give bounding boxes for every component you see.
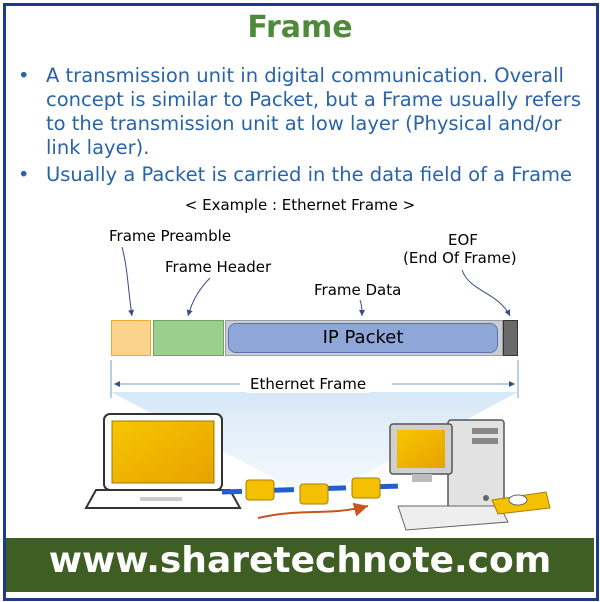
page-title: Frame xyxy=(247,10,353,45)
brand-url: www.sharetechnote.com xyxy=(48,540,552,581)
laptop-icon xyxy=(84,413,242,509)
header-pointer xyxy=(186,277,211,317)
eof-expansion-label: (End Of Frame) xyxy=(403,249,517,267)
eof-pointer xyxy=(461,269,511,317)
frame-preamble-field xyxy=(111,320,151,356)
eof-field xyxy=(503,320,518,356)
ethernet-frame-label: Ethernet Frame xyxy=(246,375,371,393)
data-pointer xyxy=(358,299,365,317)
eof-label: EOF xyxy=(448,231,478,249)
data-label: Frame Data xyxy=(314,281,402,299)
footer-banner: www.sharetechnote.com xyxy=(6,538,594,592)
example-title: < Example : Ethernet Frame > xyxy=(184,196,416,214)
packet-icon xyxy=(299,483,329,505)
desktop-computer-icon xyxy=(389,419,551,531)
bullet-item: A transmission unit in digital communica… xyxy=(18,64,583,160)
page-border xyxy=(3,3,599,601)
frame-header-field xyxy=(153,320,224,356)
preamble-label: Frame Preamble xyxy=(109,227,232,245)
ip-packet-field: IP Packet xyxy=(228,323,498,353)
bullet-item: Usually a Packet is carried in the data … xyxy=(18,163,583,187)
packet-icon xyxy=(351,477,381,499)
preamble-pointer xyxy=(121,246,135,317)
header-label: Frame Header xyxy=(165,258,272,276)
packet-icon xyxy=(245,479,275,501)
bullet-list: A transmission unit in digital communica… xyxy=(18,64,583,187)
arrow-icon xyxy=(257,502,369,519)
